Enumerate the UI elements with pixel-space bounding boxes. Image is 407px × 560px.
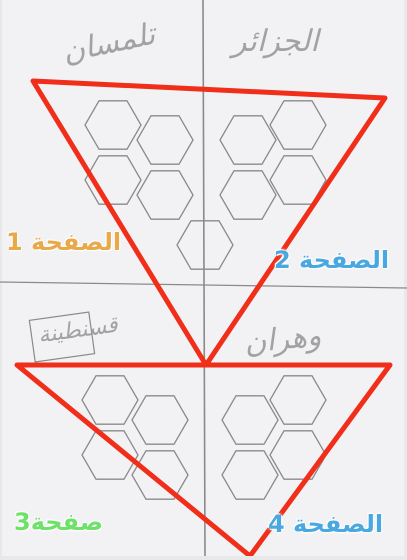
city-name-algiers: الجزائر [232,24,319,59]
page-label-1: الصفحة 1 [6,228,121,256]
page-label-4: الصفحة 4 [268,510,383,538]
page-label-2: الصفحة 2 [274,246,389,274]
page-label-3: صفحة3 [14,508,103,536]
